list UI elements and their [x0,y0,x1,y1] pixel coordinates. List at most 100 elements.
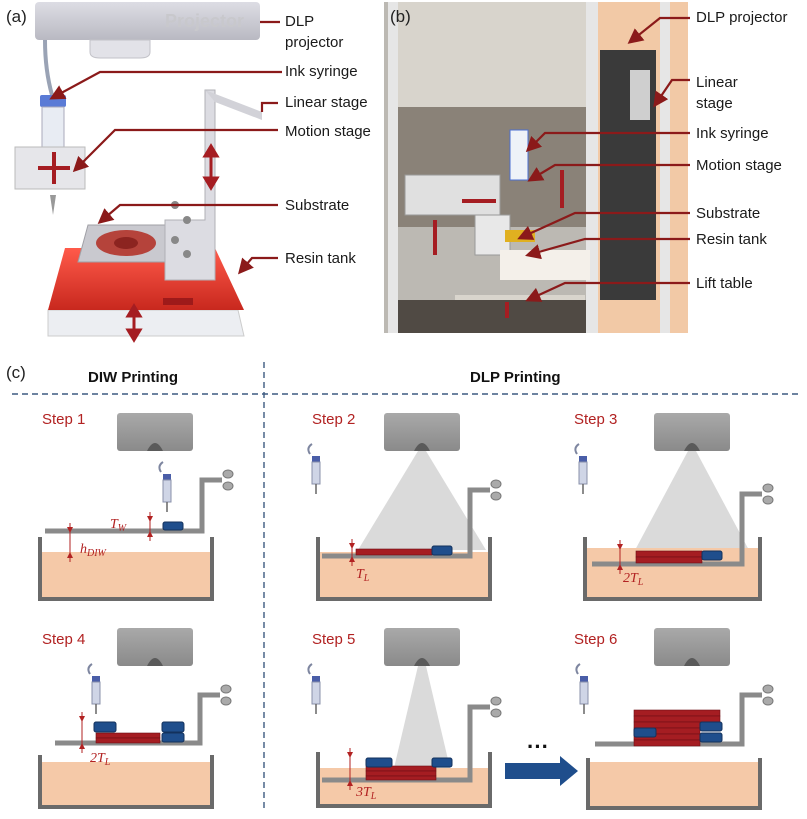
callout-motion-stage-b: Motion stage [696,157,782,174]
callout-ink-syringe-a: Ink syringe [285,63,358,80]
diw-block-2 [431,545,453,556]
dim-step4: 2TL [90,751,111,768]
dim-step5: 3TL [355,785,377,802]
syringe-barrel-4 [91,681,101,705]
dim-arrow-top-5 [347,752,353,758]
callout-dlp-projector-a-2: projector [285,34,343,51]
dim-arrow-bot-2 [349,556,355,562]
callout-resin-tank-a: Resin tank [285,250,356,267]
arm-knob-b-3 [762,495,774,505]
step-5-label: Step 5 [312,631,355,648]
svg-text:2TL: 2TL [90,751,111,768]
syringe-barrel-3 [578,461,588,485]
syringe-barrel-5 [311,681,321,705]
callouts-b-lines [517,16,690,302]
syringe-cap-5 [312,676,320,682]
step-projector-6 [654,628,730,666]
step-projector-lens-5 [414,658,430,666]
panel-c-label: (c) [6,363,26,382]
arm-knob-a-4 [220,684,232,694]
ink-syringe-a [40,95,66,215]
dlp-layer-2 [355,548,433,556]
dim-arrow-bot-5 [347,780,353,786]
projector-body: Projector [35,2,260,59]
dim-step3: 2TL [623,571,644,588]
syringe-cable [43,39,54,96]
syringe-cap-3 [579,456,587,462]
panel-b: (b) DLP projector Linear stage Ink syrin… [384,2,787,333]
arm-knob-a-3 [762,483,774,493]
dim-arrow-top-1b [67,527,73,533]
step-projector-5 [384,628,460,666]
panel-a: (a) Projector [6,2,371,343]
tank-wall-1 [38,537,214,601]
step-projector-lens-4 [147,658,163,666]
platform-arm-3 [592,491,762,567]
syringe-cable-3 [574,443,580,455]
callout-linear-b-1: Linear [696,74,738,91]
dlp-layer-5.2 [365,775,437,781]
photo-wall [398,2,598,107]
diw-block-6 [699,721,723,732]
arm-knob-b-6 [762,696,774,706]
tank-wall-4 [38,755,214,809]
dim-arrow-top-4 [79,716,85,722]
dim-tw: TW [110,517,128,534]
syringe-cable-1 [158,461,164,473]
step-projector-1 [117,413,193,451]
dim-arrow-bot-1b [67,552,73,558]
step-projector-lens-2 [414,443,430,451]
resin-1 [40,552,212,599]
step-projector-lens-3 [684,443,700,451]
svg-text:2TL: 2TL [623,571,644,588]
diw-block-1 [162,521,184,531]
dim-arrow-top-3 [617,544,623,550]
dlp-layer-6-2 [633,721,701,729]
dlp-layer-6-1 [633,715,721,723]
step-3-drawing [574,413,774,601]
syringe-cap-2 [312,456,320,462]
ellipsis: ··· [527,734,549,759]
vertical-arrow-a [125,143,220,343]
panel-c: (c) DIW Printing DLP Printing Step 1 Ste… [6,362,800,810]
step-projector-3 [654,413,730,451]
step-4-label: Step 4 [42,631,85,648]
callout-linear-b-2: stage [696,95,733,112]
dlp-heading: DLP Printing [470,369,561,386]
arm-knob-b-2 [490,491,502,501]
diw-block-4.2 [161,732,185,743]
light-beam-2 [358,451,486,550]
step-projector-lens-1 [147,443,163,451]
step-projector-lens-6 [684,658,700,666]
arm-knob-b-5 [490,708,502,718]
callout-substrate-b: Substrate [696,205,760,222]
tank-wall-3 [583,537,762,601]
syringe-barrel-2 [311,461,321,485]
svg-text:TL: TL [356,567,370,584]
syringe-cap-6 [580,676,588,682]
tank-wall-5 [316,752,492,808]
dlp-layer-4.1 [95,737,161,744]
svg-text:3TL: 3TL [355,785,377,802]
callouts-a-lines [49,20,282,275]
projector-text: Projector [165,11,244,31]
dim-arrow-top-1a [147,516,153,522]
callout-linear-stage-a: Linear stage [285,94,368,111]
syringe-cap-1 [163,474,171,480]
dlp-layer-6-5 [633,739,701,747]
callout-ink-syringe-b: Ink syringe [696,125,769,142]
callout-dlp-projector-b: DLP projector [696,9,787,26]
step-2-label: Step 2 [312,411,355,428]
photo-arrows [433,170,564,318]
step-projector-4 [117,628,193,666]
platform-arm-1 [45,477,222,534]
callout-lift-table-b: Lift table [696,275,753,292]
syringe-cable-4 [87,663,93,675]
dim-arrow-bot-1a [147,531,153,537]
dim-hdiw: hDIW [80,542,108,559]
syringe-cable-5 [307,663,313,675]
photo-motion-stage [404,174,501,216]
diw-block-4 [93,721,117,733]
diw-block-6.1 [699,732,723,743]
